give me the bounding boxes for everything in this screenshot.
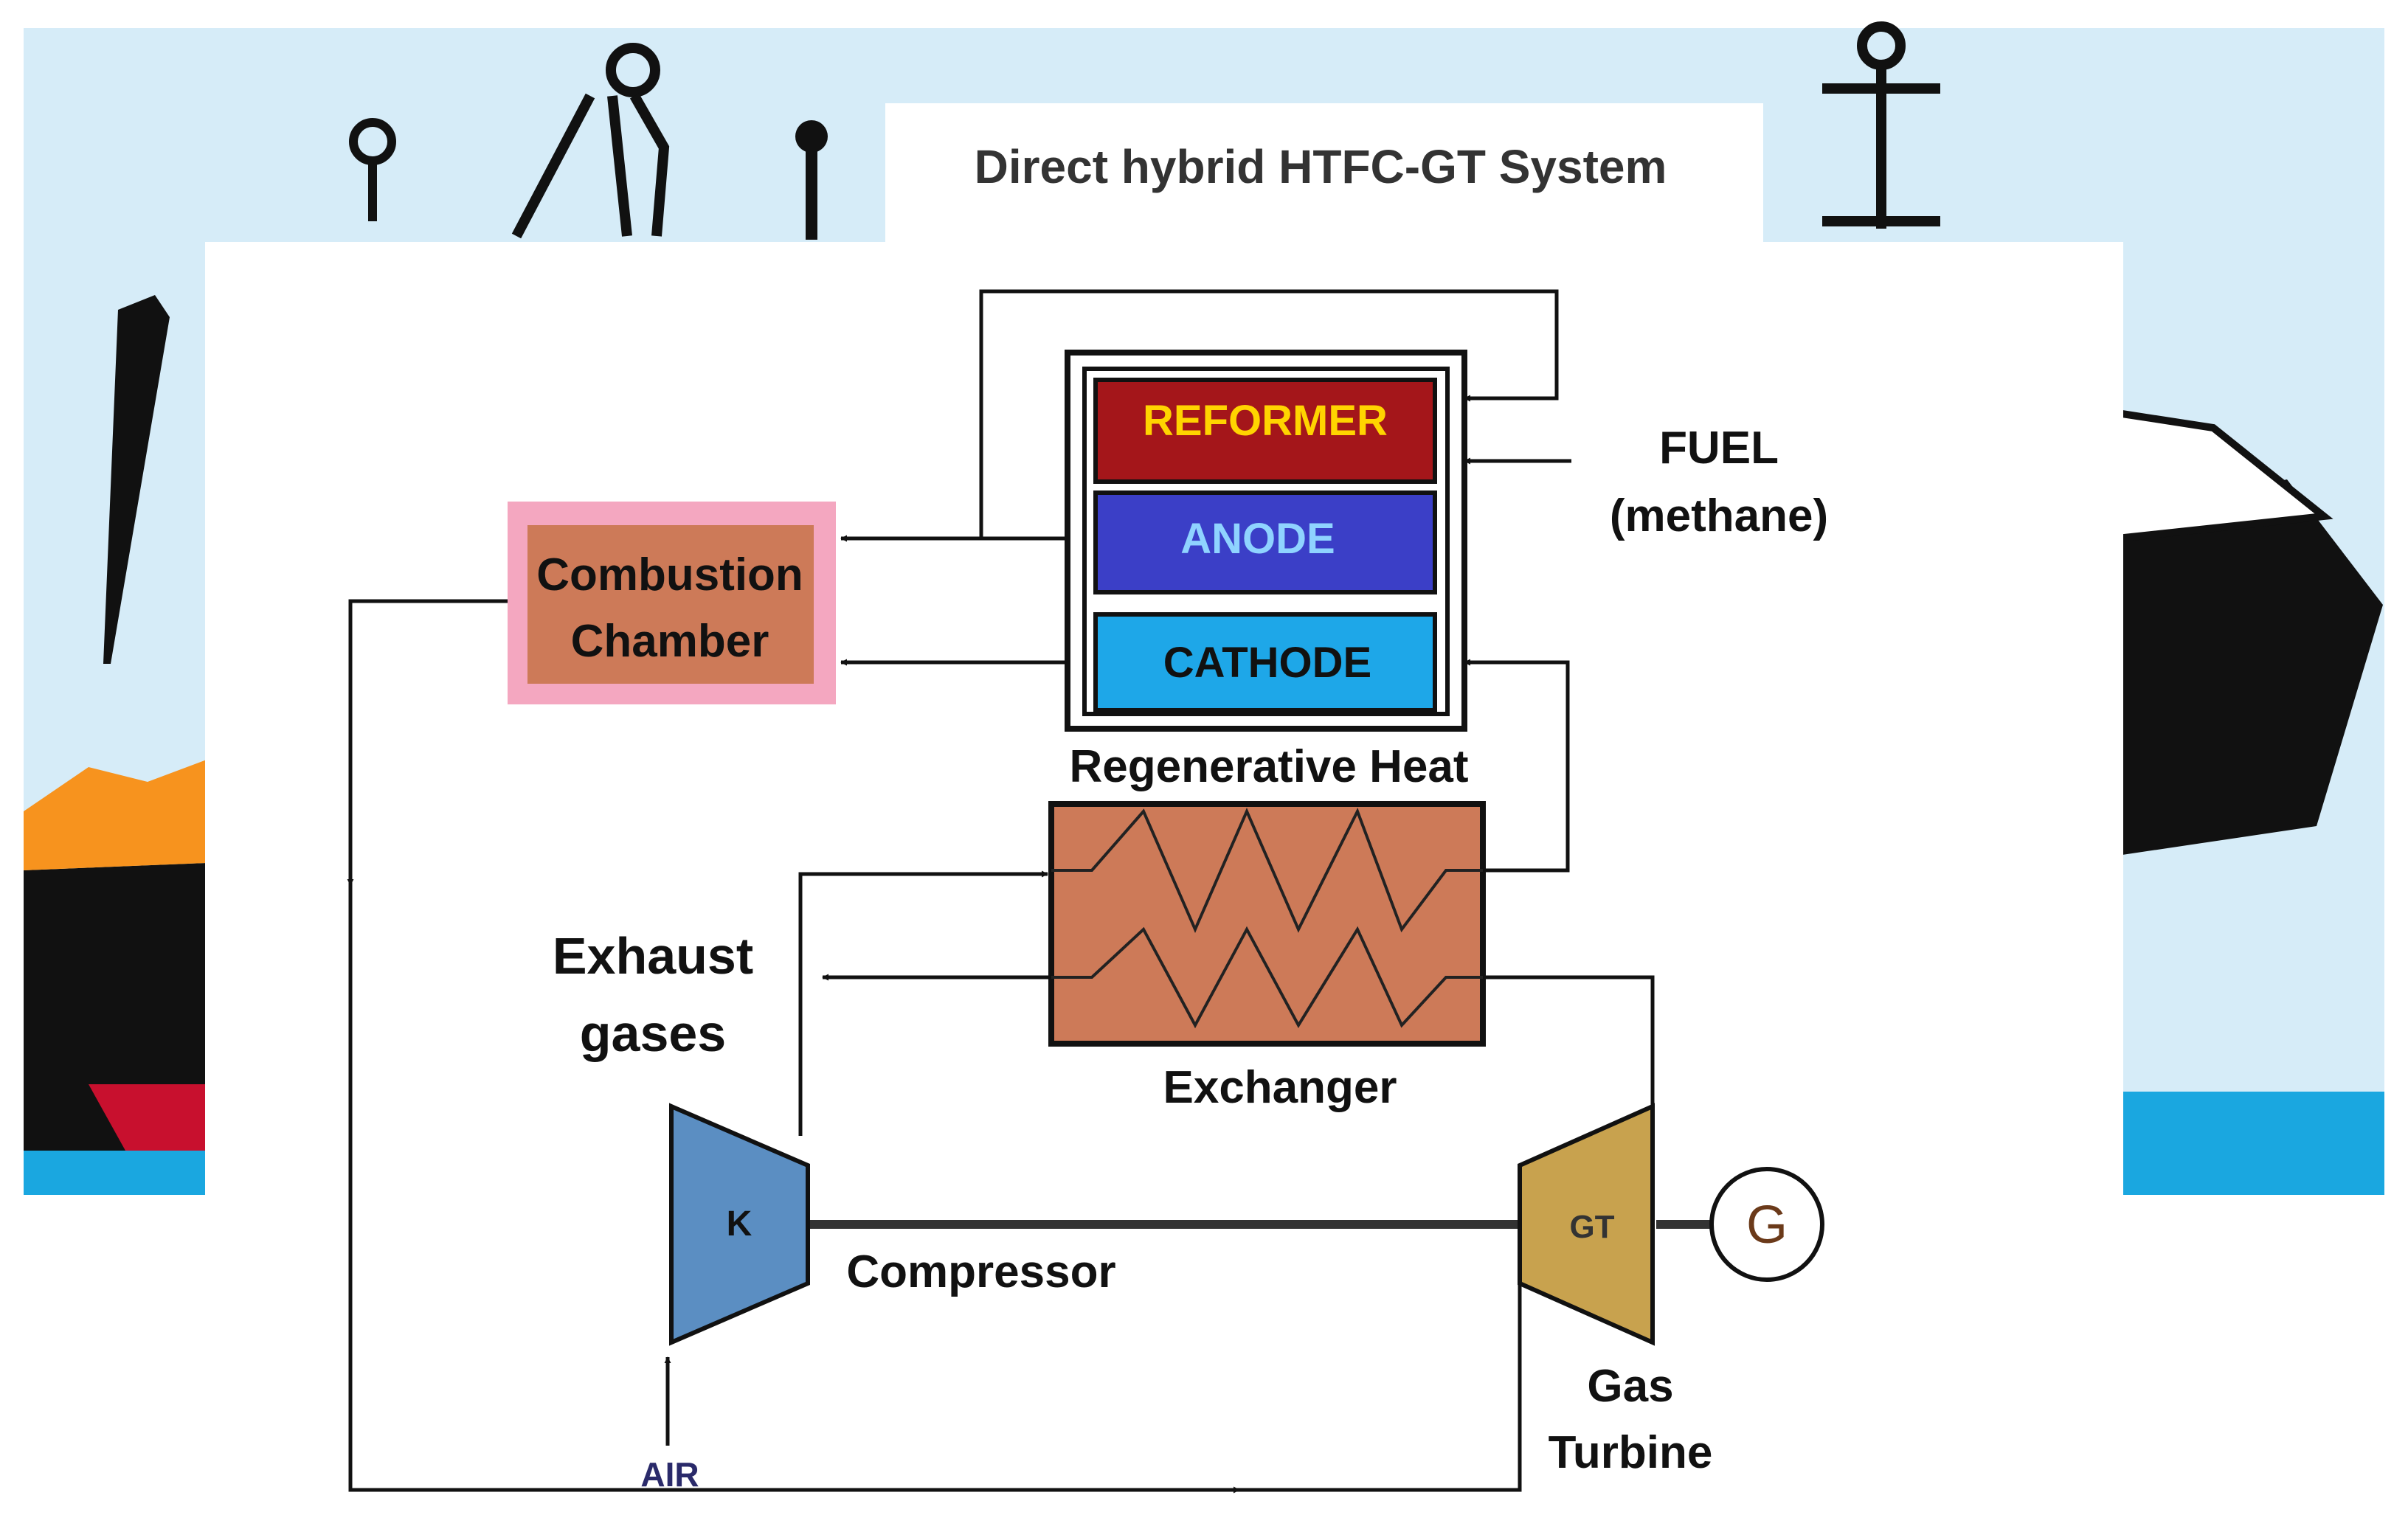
combustion-label-2: Chamber (571, 616, 769, 667)
generator-symbol: G (1746, 1196, 1788, 1255)
fuel-cell-stack: REFORMER ANODE CATHODE (1065, 350, 1467, 732)
heat-exchanger (1048, 801, 1486, 1047)
gas-turbine: GT (1518, 1103, 1655, 1346)
heat-exchanger-label-top: Regenerative Heat (1069, 741, 1468, 792)
fuel-label: FUEL (1659, 423, 1779, 474)
exchanger-body (1048, 801, 1486, 1047)
exchanger-coil-upper (1051, 808, 1483, 933)
exhaust-label-1: Exhaust (553, 927, 753, 985)
combustion-to-turbine-line (348, 599, 1522, 1492)
ship-hull-right (2117, 479, 2383, 856)
air-label: AIR (640, 1455, 699, 1494)
anode-label: ANODE (1180, 515, 1335, 563)
fuel-type-label: (methane) (1610, 490, 1828, 541)
flow-lines (347, 289, 1712, 1494)
cathode-inlet-line (1464, 659, 1570, 873)
recirculation-line (979, 289, 1559, 538)
title-panel (885, 103, 1763, 243)
generator: G (1709, 1167, 1824, 1282)
turbine-label-2: Turbine (1549, 1427, 1713, 1478)
hiker-icon (511, 43, 670, 239)
compressor: K (669, 1103, 810, 1346)
combustion-label-1: Combustion (536, 549, 803, 600)
turbine-label-1: Gas (1587, 1361, 1673, 1412)
reformer-block (1093, 378, 1437, 484)
generator-circle (1709, 1167, 1824, 1282)
diagram-title: Direct hybrid HTFC-GT System (975, 140, 1667, 193)
ship-mast-left (103, 295, 170, 664)
anode-block (1093, 490, 1437, 594)
person-icon (349, 118, 396, 221)
turbine-body (1518, 1103, 1655, 1346)
turbine-exhaust-line (1483, 975, 1655, 1106)
ship-deck-orange (24, 760, 207, 870)
exhaust-label-2: gases (580, 1005, 726, 1062)
compressor-symbol: K (727, 1204, 752, 1244)
ship-stripe-left (89, 1084, 207, 1151)
combustion-chamber: Combustion Chamber (508, 502, 836, 704)
turbine-symbol: GT (1569, 1209, 1614, 1245)
ship-hull-left (24, 863, 207, 1151)
heat-exchanger-label-bottom: Exchanger (1163, 1062, 1397, 1113)
anchor-icon (1822, 21, 1940, 229)
compressor-to-exchanger-line (798, 870, 1048, 1136)
compressor-body (669, 1103, 810, 1346)
compressor-label: Compressor (846, 1247, 1115, 1297)
cathode-block (1093, 612, 1437, 713)
cathode-label: CATHODE (1163, 639, 1371, 687)
combustion-core (527, 525, 814, 684)
exchanger-coil-lower (1051, 926, 1483, 1029)
person-icon (795, 120, 828, 240)
reformer-label: REFORMER (1143, 397, 1388, 445)
